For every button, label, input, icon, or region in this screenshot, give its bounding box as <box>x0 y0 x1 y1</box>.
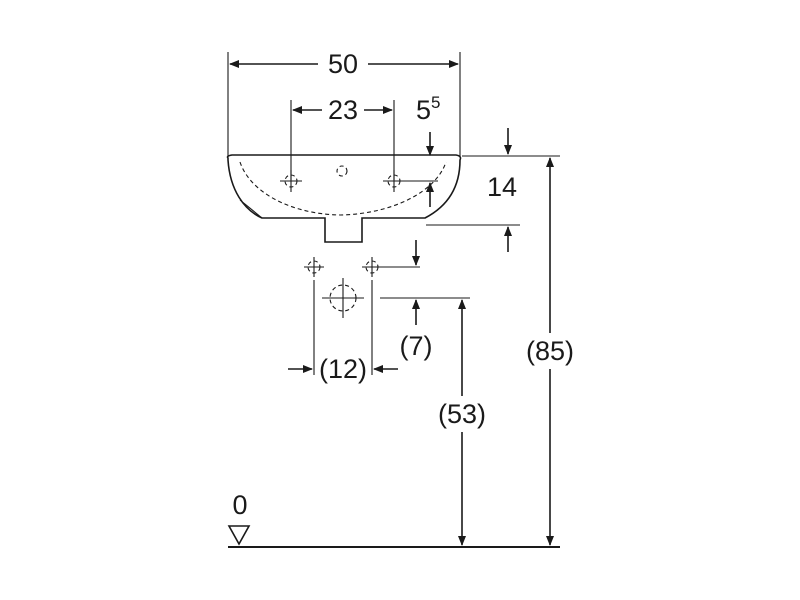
waste-height-label: (53) <box>438 399 486 429</box>
tap-hole-left-icon <box>280 170 302 192</box>
width-dimension: 50 <box>227 49 461 157</box>
waste-outlet-icon <box>322 278 364 318</box>
outlet-spacing-dimension: (12) <box>288 280 398 384</box>
width-label: 50 <box>328 49 358 79</box>
supply-right-icon <box>362 257 382 277</box>
supply-left-icon <box>304 257 324 277</box>
rim-height-label: (85) <box>526 336 574 366</box>
edge-offset-label: 55 <box>416 93 441 125</box>
supply-connections <box>304 240 420 318</box>
depth-label: 14 <box>487 172 517 202</box>
tap-spacing-label: 23 <box>328 95 358 125</box>
washbasin-body <box>226 154 462 243</box>
floor-level: 0 <box>227 490 560 548</box>
waste-offset-dimension: (7) <box>380 297 470 361</box>
tap-hole-spacing-dimension: 23 <box>290 95 395 180</box>
waste-offset-label: (7) <box>400 331 433 361</box>
rim-height-dimension: (85) <box>526 157 574 546</box>
tap-hole-right-icon <box>383 170 405 192</box>
edge-offset-dimension: 55 <box>416 93 441 156</box>
outlet-spacing-label: (12) <box>319 354 367 384</box>
waste-height-dimension: (53) <box>438 299 486 546</box>
floor-level-label: 0 <box>232 490 247 520</box>
level-marker-icon <box>227 525 251 546</box>
depth-dimension: 14 <box>404 128 560 252</box>
